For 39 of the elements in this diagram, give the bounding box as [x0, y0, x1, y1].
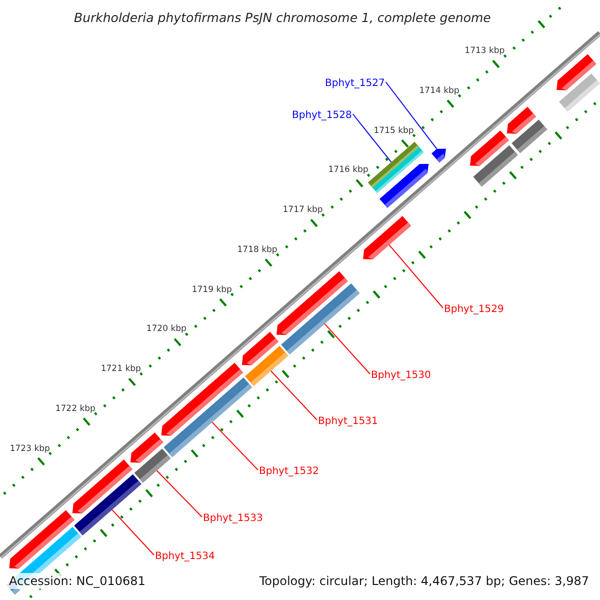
gene-label: Bphyt_1533 [203, 513, 263, 525]
gene-label: Bphyt_1527 [325, 78, 385, 90]
gene-block [556, 54, 596, 90]
scale-label: 1717 kbp [282, 205, 323, 216]
scale-label: 1718 kbp [237, 244, 278, 255]
gene-block [470, 130, 509, 166]
leader-line [156, 470, 202, 518]
gene-bar [372, 147, 424, 193]
gene-label: Bphyt_1531 [318, 416, 378, 428]
scale-label: 1716 kbp [328, 165, 368, 176]
scale-label: 1722 kbp [55, 404, 96, 414]
scale-label: 1714 kbp [419, 86, 460, 96]
gene-label: Bphyt_1534 [155, 551, 215, 563]
leader-line [385, 82, 438, 150]
scale-label: 1723 kbp [10, 444, 50, 454]
gene-block [9, 510, 74, 569]
gene-block [432, 148, 446, 162]
gene-block [506, 106, 536, 134]
gene-block [276, 271, 348, 335]
scale-label: 1720 kbp [146, 324, 186, 334]
gene-label: Bphyt_1530 [371, 370, 431, 382]
gene-label: Bphyt_1532 [259, 466, 319, 478]
scale-label: 1713 kbp [464, 46, 505, 56]
scale-label: 1719 kbp [192, 284, 232, 295]
gene-block [130, 432, 164, 463]
gene-label: Bphyt_1528 [292, 110, 352, 122]
gene-block [161, 362, 244, 436]
scale-label: 1715 kbp [374, 126, 414, 136]
leader-line [324, 323, 370, 374]
gene-block [242, 332, 278, 366]
gene-block [72, 460, 132, 514]
map-title: Burkholderia phytofirmans PsJN chromosome 1, complete genome [74, 10, 491, 25]
leader-line [112, 509, 154, 556]
gene-block [363, 216, 411, 260]
gene-label: Bphyt_1529 [444, 304, 504, 316]
leader-line [270, 370, 318, 420]
leader-line [388, 244, 444, 308]
scale-label: 1721 kbp [100, 364, 141, 374]
leader-line [352, 114, 392, 163]
